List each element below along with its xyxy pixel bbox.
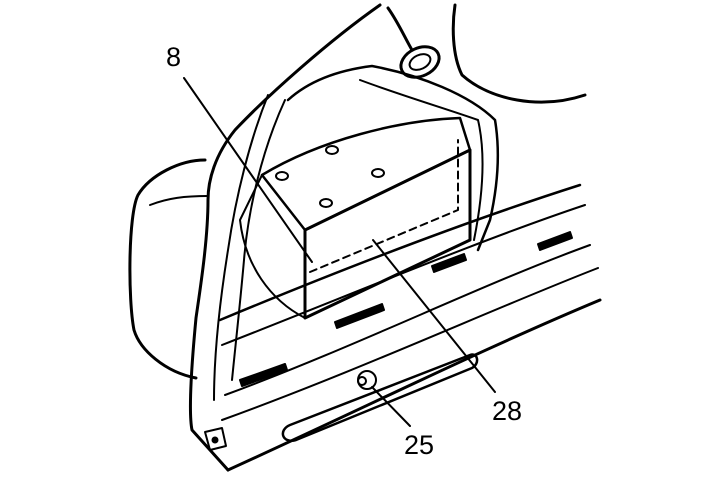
sill-upper-edge — [218, 183, 582, 322]
mounting-arm-right — [451, 3, 587, 104]
pillar-outer — [188, 3, 382, 472]
slot — [334, 303, 385, 329]
bottom-clip — [204, 427, 227, 451]
module-left-side — [239, 174, 306, 319]
module-top-face — [260, 116, 472, 232]
pillar-inner-2 — [231, 99, 286, 381]
sill-lower-edge — [226, 298, 602, 472]
screw-hole — [319, 198, 333, 208]
upper-panel — [286, 64, 499, 252]
screw-hole — [275, 171, 289, 181]
sill-edge-2 — [221, 204, 586, 346]
leader-line-8 — [183, 77, 313, 263]
rear-housing-inner-edge — [149, 195, 209, 206]
hidden-outline — [309, 139, 459, 273]
callout-8: 8 — [166, 42, 182, 72]
fastener-head — [357, 376, 367, 386]
screw-holes — [275, 145, 385, 208]
slot — [431, 253, 467, 273]
module-front-face — [303, 148, 472, 320]
bottom-clip-hole — [211, 436, 219, 444]
leader-line-25 — [371, 386, 411, 427]
screw-hole — [325, 145, 339, 155]
mounting-arm — [386, 6, 414, 52]
bracket-bushing-inner — [408, 53, 432, 71]
fastener — [357, 370, 377, 390]
slots — [239, 231, 573, 387]
screw-hole — [371, 168, 385, 178]
pillar-inner — [213, 94, 269, 401]
sill-step — [221, 267, 599, 421]
upper-panel-inner — [359, 79, 484, 241]
callout-25: 25 — [404, 430, 435, 460]
rear-housing — [128, 158, 207, 380]
sill-edge-3 — [224, 244, 591, 396]
slot — [239, 363, 288, 387]
bracket-bushing-outer — [399, 45, 441, 79]
slot — [537, 231, 573, 251]
trim-strip — [281, 353, 479, 442]
leader-line-28 — [372, 239, 496, 393]
callout-28: 28 — [492, 396, 523, 426]
